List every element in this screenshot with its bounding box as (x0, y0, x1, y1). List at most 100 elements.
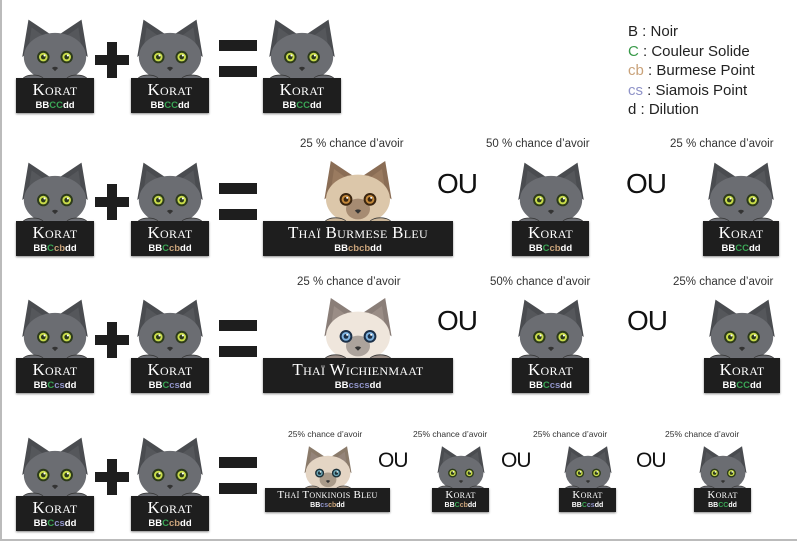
allele: C (47, 380, 55, 391)
allele: BB (571, 502, 582, 509)
cat-breed-name: Korat (527, 223, 574, 242)
cat-genotype: BBCcbdd (512, 243, 589, 255)
cat-label: Thaï Wichienmaat BBcscsdd (263, 358, 453, 393)
korat-cat-card: Korat BBCcbdd (432, 443, 489, 512)
cat-genotype: BBCcsdd (16, 380, 94, 392)
allele: dd (594, 502, 604, 509)
legend-code: B (628, 23, 639, 40)
probability-caption: 50 % chance d’avoir (486, 138, 590, 150)
allele: C (47, 243, 54, 254)
allele: C (162, 243, 169, 254)
cat-face-icon (517, 299, 584, 362)
legend-text: : Burmese Point (643, 62, 755, 79)
korat-cat-card: Korat BBCCdd (694, 443, 751, 512)
cat-genotype: BBCcsdd (512, 380, 589, 392)
korat-cat-card: Korat BBCCdd (704, 294, 780, 393)
cat-label: Korat BBCcsdd (559, 488, 616, 512)
cat-genotype: BBCCdd (131, 100, 209, 112)
allele: dd (467, 502, 477, 509)
allele: BB (334, 380, 349, 391)
legend-code: cs (628, 81, 643, 99)
allele: cs (54, 380, 65, 391)
korat-cat-card: Korat BBCcsdd (16, 431, 94, 531)
allele: BB (721, 243, 736, 254)
allele: cb (459, 502, 468, 509)
plus-icon (95, 42, 129, 78)
cat-label: Korat BBCcbdd (512, 221, 589, 256)
allele: cs (586, 502, 595, 509)
allele: C (742, 243, 749, 254)
legend-code: cb (628, 62, 644, 79)
legend-text: : Couleur Solide (638, 42, 750, 60)
allele: BB (150, 100, 165, 111)
allele: BB (148, 380, 163, 391)
allele: dd (748, 243, 761, 254)
korat-cat-card: Korat BBCCdd (703, 157, 779, 256)
allele: cb (347, 243, 360, 254)
korat-cat-card: Korat BBCcsdd (16, 294, 94, 393)
allele: C (736, 380, 744, 391)
cat-genotype: BBcbcbdd (263, 243, 453, 255)
allele: C (162, 518, 169, 529)
cat-face-icon (136, 437, 204, 500)
korat-cat-card: Korat BBCCdd (131, 15, 209, 113)
legend-text: : Siamois Point (643, 81, 748, 99)
equals-icon (219, 183, 257, 220)
allele: C (303, 100, 310, 111)
allele: C (171, 100, 178, 111)
allele: C (723, 502, 729, 509)
probability-caption: 25 % chance d’avoir (670, 138, 774, 150)
cat-breed-name: Korat (707, 489, 738, 501)
allele: C (718, 502, 724, 509)
allele: dd (369, 380, 382, 391)
cat-breed-name: Thaï Wichienmaat (292, 360, 424, 379)
cat-label: Korat BBCCdd (703, 221, 779, 256)
allele: C (743, 380, 750, 391)
cat-label: Korat BBCcsdd (16, 496, 94, 531)
or-label: OU (627, 305, 668, 336)
cat-face-icon (136, 162, 204, 225)
or-label: OU (626, 168, 667, 199)
korat-cat-card: Korat BBCcbdd (16, 157, 94, 256)
equals-icon (219, 320, 257, 357)
allele: dd (749, 380, 762, 391)
cat-face-icon (21, 299, 89, 362)
allele: dd (177, 100, 190, 111)
cat-label: Thaï Burmese Bleu BBcbcbdd (263, 221, 453, 256)
or-label: OU (437, 168, 478, 199)
legend-code: d (628, 101, 637, 118)
probability-caption: 25% chance d’avoir (413, 429, 488, 439)
cat-breed-name: Korat (32, 80, 78, 99)
cat-label: Korat BBCCdd (263, 78, 341, 113)
legend: B : Noir C : Couleur Solide cb : Burmese… (628, 22, 755, 120)
cat-breed-name: Korat (572, 489, 603, 501)
allele: C (454, 502, 460, 509)
legend-item: d : Dilution (628, 100, 755, 120)
allele: cs (54, 518, 65, 529)
cat-label: Thaï Tonkinois Bleu BBcscbdd (265, 488, 390, 512)
tha-tonkinois-bleu-cat-card: Thaï Tonkinois Bleu BBcscbdd (265, 443, 390, 512)
probability-caption: 25% chance d’avoir (673, 276, 774, 288)
cat-face-icon (324, 298, 392, 362)
allele: dd (64, 380, 77, 391)
plus-icon (95, 322, 129, 358)
allele: dd (180, 518, 192, 529)
korat-cat-card: Korat BBCcsdd (512, 294, 589, 393)
allele: dd (560, 380, 572, 391)
allele: BB (722, 380, 737, 391)
cat-face-icon (698, 446, 747, 491)
cat-label: Korat BBCCdd (694, 488, 751, 512)
legend-item: C : Couleur Solide (628, 42, 755, 62)
cat-genotype: BBCCdd (704, 380, 780, 392)
korat-cat-card: Korat BBCcbdd (131, 431, 209, 531)
allele: C (542, 243, 550, 254)
tha-burmese-bleu-cat-card: Thaï Burmese Bleu BBcbcbdd (263, 157, 453, 256)
or-label: OU (636, 449, 666, 472)
cat-face-icon (517, 162, 584, 225)
cat-label: Korat BBCcsdd (131, 358, 209, 393)
allele: cs (320, 502, 329, 509)
allele: C (581, 502, 587, 509)
allele: cb (359, 243, 371, 254)
cat-face-icon (21, 162, 89, 225)
cat-face-icon (21, 437, 89, 500)
